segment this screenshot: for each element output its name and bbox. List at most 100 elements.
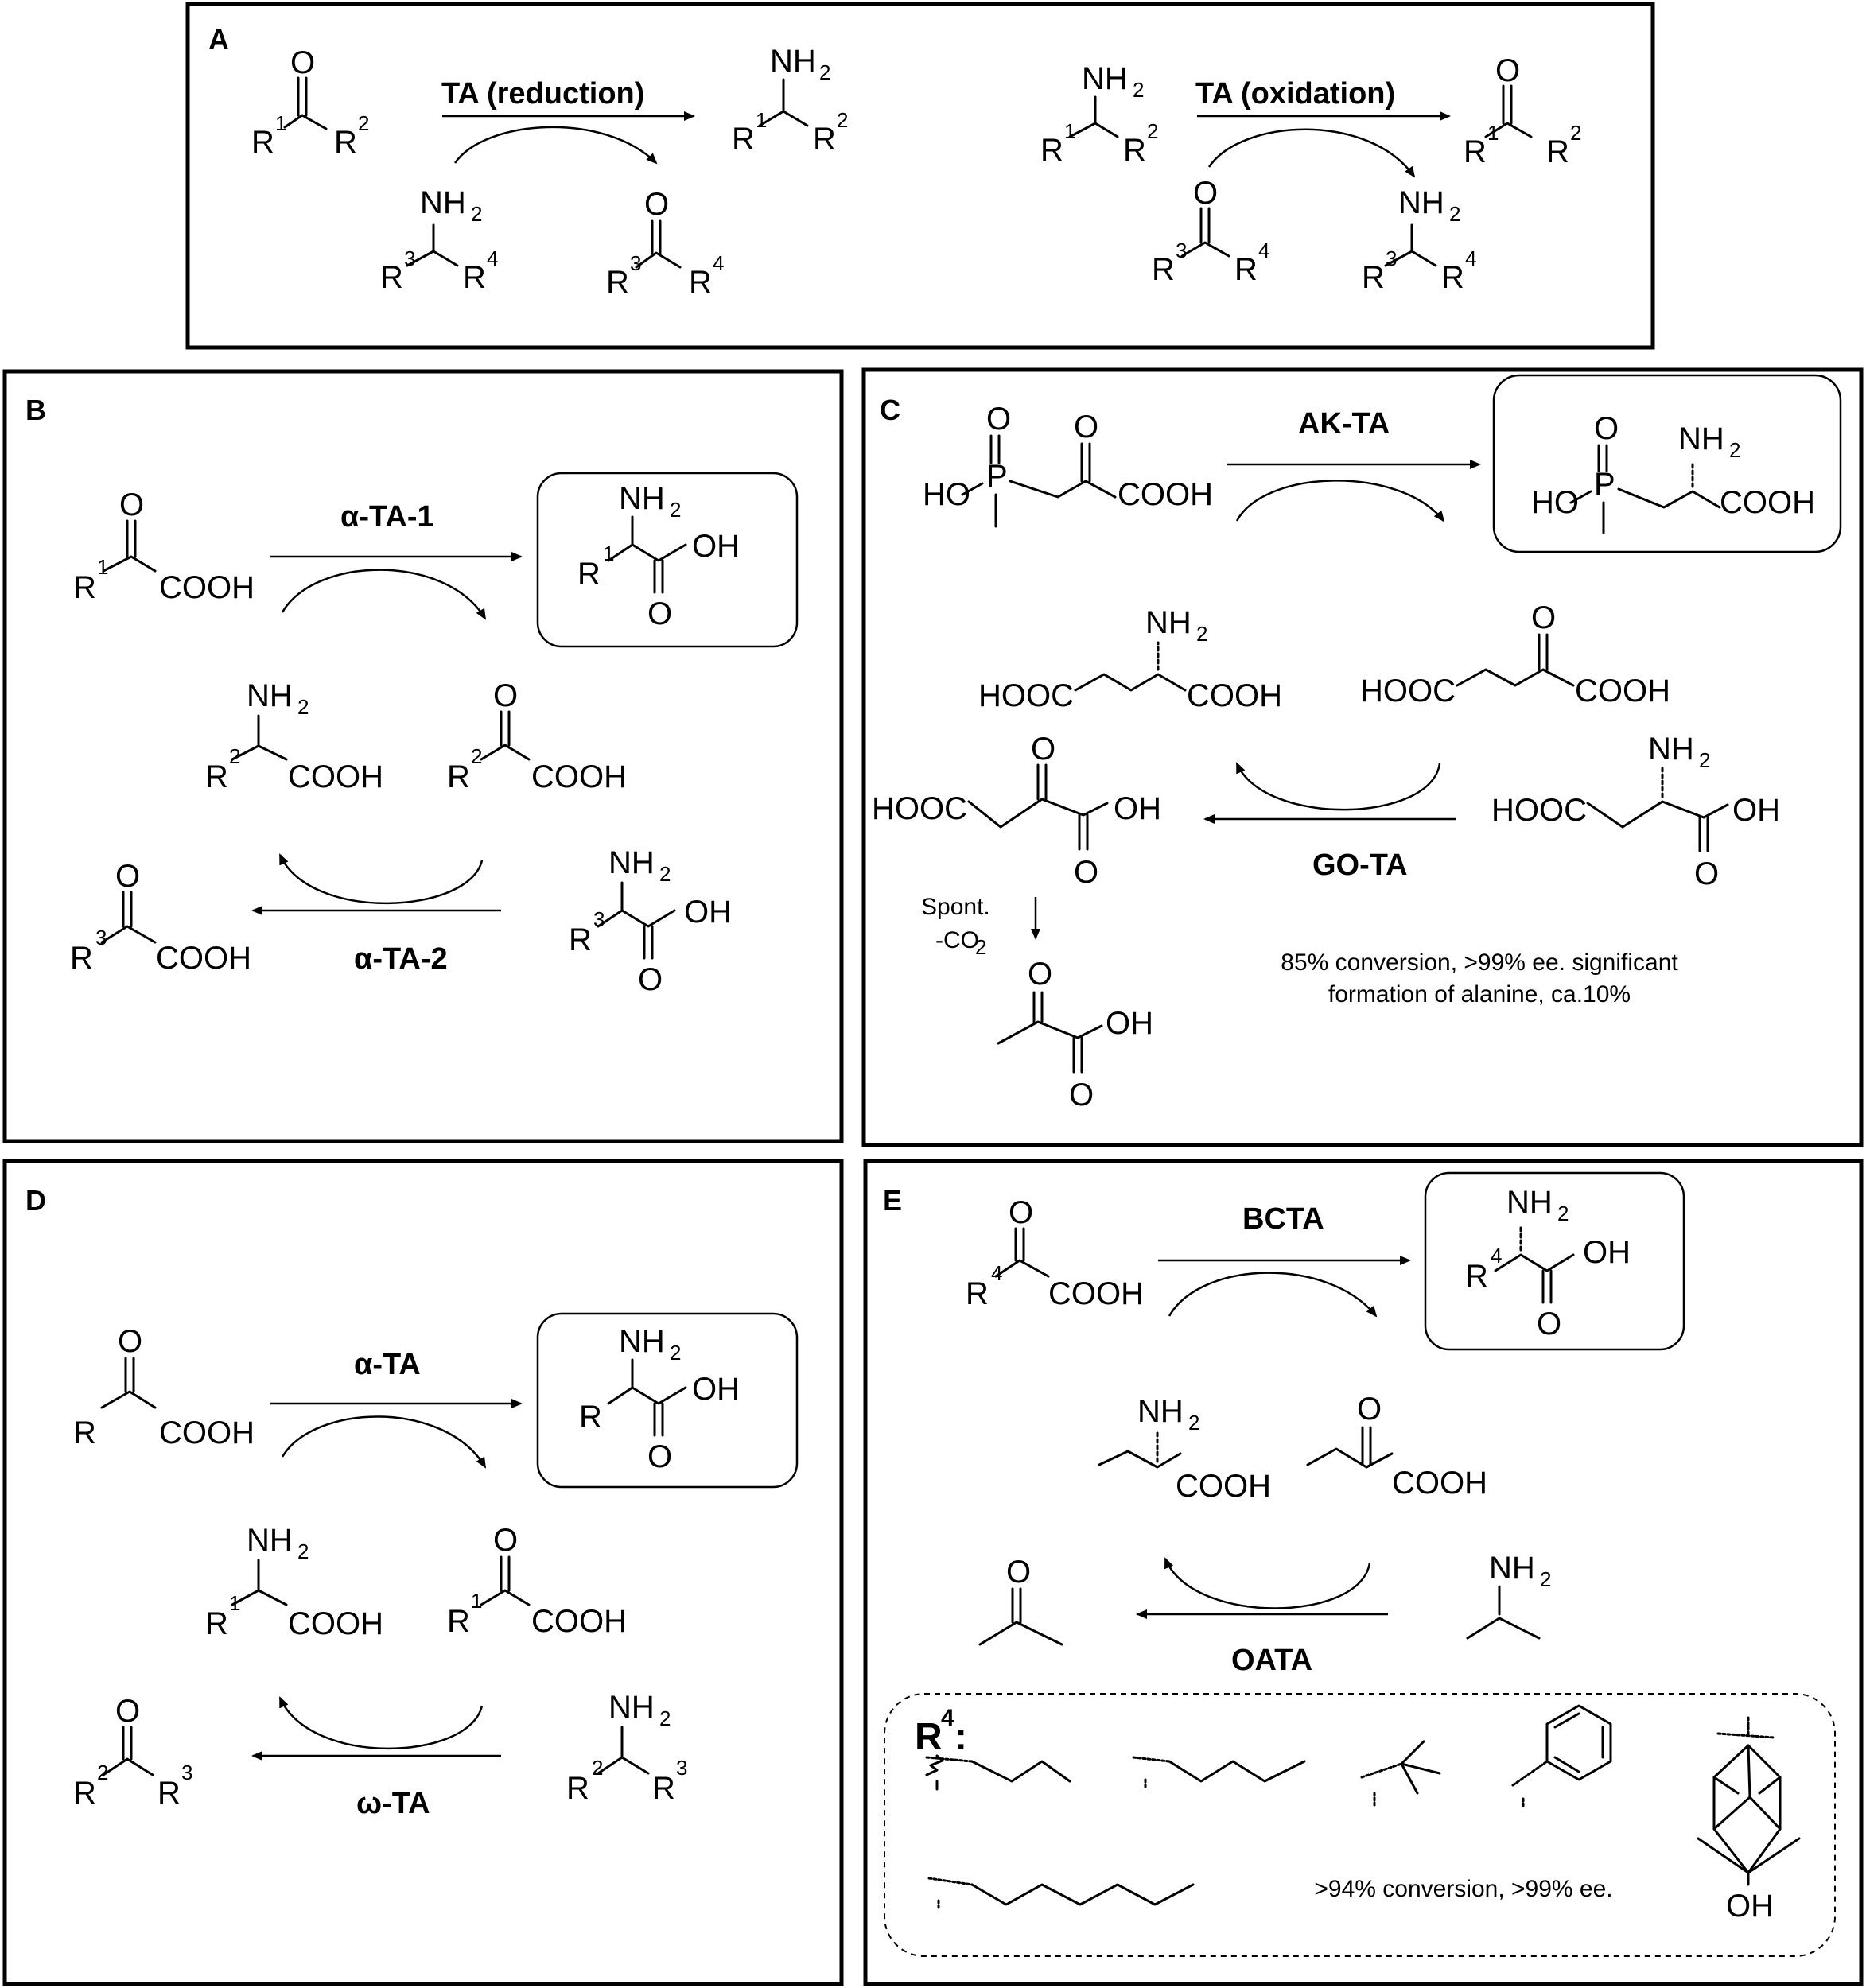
panel-a-label: A <box>208 23 229 56</box>
panel-e-result-note: >94% conversion, >99% ee. <box>1314 1876 1612 1902</box>
keto-acid-r3: O R 3 COOH <box>70 859 251 976</box>
svg-text:NH: NH <box>619 1324 665 1359</box>
svg-text:2: 2 <box>1196 622 1207 646</box>
svg-text:NH: NH <box>1145 605 1192 640</box>
svg-text:2: 2 <box>297 1540 309 1563</box>
panel-c-frame <box>861 367 1864 1147</box>
svg-text:2: 2 <box>670 1341 681 1365</box>
svg-text:O: O <box>986 402 1011 437</box>
svg-text:NH: NH <box>247 678 293 713</box>
svg-text:85% conversion, >99% ee. sign: 85% conversion, >99% ee. significant <box>1281 949 1678 976</box>
svg-text:O: O <box>1193 176 1218 211</box>
enzyme-label-ta-oxidation: TA (oxidation) <box>1195 77 1395 111</box>
substituent-phenyl <box>1511 1704 1612 1808</box>
svg-text:O: O <box>119 487 144 522</box>
svg-text:R: R <box>915 1716 943 1758</box>
svg-text:COOH: COOH <box>288 1606 383 1641</box>
svg-text:O: O <box>1495 53 1520 88</box>
svg-text:NH: NH <box>1398 185 1444 220</box>
svg-text:O: O <box>1074 855 1098 890</box>
panel-b-frame <box>2 369 844 1143</box>
aminobutyric-acid: NH 2 COOH <box>1098 1394 1271 1504</box>
svg-text:2: 2 <box>1699 748 1710 772</box>
svg-text:4: 4 <box>1491 1244 1502 1268</box>
svg-text:2: 2 <box>1729 438 1740 462</box>
svg-text:NH: NH <box>247 1523 293 1558</box>
svg-text:OH: OH <box>1726 1889 1774 1924</box>
svg-text:R: R <box>1040 133 1063 168</box>
svg-text:OH: OH <box>1583 1235 1631 1270</box>
amino-acid-r1-product: NH 2 R 1 OH O <box>577 481 740 631</box>
amine-donor-r3-r4: NH 2 R 3 R 4 <box>380 185 498 295</box>
svg-text:R: R <box>380 260 403 295</box>
svg-text:O: O <box>1594 411 1619 446</box>
reaction-arrow-alpha-ta-1: α-TA-1 <box>270 500 523 620</box>
svg-text:O: O <box>1006 1555 1031 1590</box>
svg-text:2: 2 <box>1133 78 1144 102</box>
svg-text:NH: NH <box>770 44 816 79</box>
svg-text:1: 1 <box>1064 119 1075 143</box>
svg-text:2: 2 <box>659 1706 671 1730</box>
svg-text:1: 1 <box>229 1591 240 1615</box>
svg-text:4: 4 <box>941 1705 954 1731</box>
svg-text:COOH: COOH <box>159 570 255 605</box>
svg-text:R: R <box>251 125 274 160</box>
svg-text:COOH: COOH <box>531 759 627 794</box>
svg-text:2: 2 <box>1188 1411 1199 1435</box>
panel-c-result-note: 85% conversion, >99% ee. significant for… <box>1281 949 1678 1008</box>
svg-text:4: 4 <box>1258 239 1269 262</box>
svg-text:NH: NH <box>1678 421 1724 456</box>
svg-text:P: P <box>1594 467 1615 502</box>
r4-substituents-box <box>884 1693 1836 1957</box>
svg-text:R: R <box>569 922 592 957</box>
svg-text:1: 1 <box>756 108 767 132</box>
svg-text:1: 1 <box>275 111 286 135</box>
svg-text:OH: OH <box>684 895 732 930</box>
svg-text:O: O <box>647 596 672 631</box>
svg-text:OH: OH <box>1106 1006 1153 1041</box>
svg-text:R: R <box>1464 134 1487 169</box>
enzyme-label-ta-reduction: TA (reduction) <box>441 77 644 111</box>
svg-text:P: P <box>986 459 1008 494</box>
panel-e-label: E <box>883 1184 902 1217</box>
amino-acid-r1: NH 2 R 1 COOH <box>205 1523 383 1641</box>
svg-text:2: 2 <box>1449 202 1460 226</box>
reaction-arrow-bcta: BCTA <box>1158 1202 1411 1318</box>
svg-text:R: R <box>1234 252 1258 287</box>
svg-text:NH: NH <box>608 845 655 880</box>
aspartate: HOOC NH 2 O OH <box>1491 732 1780 891</box>
svg-text:R: R <box>1465 1259 1488 1294</box>
svg-text:R: R <box>447 759 470 794</box>
svg-text:COOH: COOH <box>1187 678 1282 713</box>
glutamate: HOOC NH 2 COOH <box>978 605 1282 713</box>
svg-text:NH: NH <box>619 481 665 516</box>
svg-text:R: R <box>577 557 601 592</box>
ketone-r2-r3: O R 2 R 3 <box>73 1694 192 1811</box>
panel-e-frame <box>863 1159 1864 1986</box>
svg-text:O: O <box>1537 1307 1561 1342</box>
substituent-hydroxyadamantyl: OH <box>1697 1716 1801 1924</box>
enzyme-label-oata: OATA <box>1231 1644 1312 1677</box>
panel-b: B O R 1 COOH α-TA-1 NH 2 R 1 OH O <box>2 369 844 1143</box>
svg-text:2: 2 <box>1570 121 1581 145</box>
amine-coproduct-r3-r4: NH 2 R 3 R 4 <box>1362 185 1476 295</box>
svg-text:R: R <box>566 1771 589 1806</box>
svg-text:HOOC: HOOC <box>1360 674 1456 709</box>
svg-text:NH: NH <box>1506 1185 1553 1220</box>
phosphinothricin-product: HO P O NH 2 COOH <box>1531 411 1815 534</box>
spontaneous-decarboxylation: Spont. -CO 2 <box>921 894 1040 959</box>
pyruvate: O O OH <box>997 957 1153 1112</box>
svg-text:COOH: COOH <box>1118 477 1213 512</box>
svg-text:1: 1 <box>97 555 108 579</box>
reaction-arrow-reduction: TA (reduction) <box>441 77 695 165</box>
svg-text:O: O <box>1028 957 1052 992</box>
svg-text:R: R <box>73 570 96 605</box>
svg-text:COOH: COOH <box>1176 1469 1271 1504</box>
svg-text:O: O <box>1031 732 1055 767</box>
svg-text:2: 2 <box>819 60 830 84</box>
product-box-e <box>1424 1171 1685 1351</box>
enzyme-label-ak-ta: AK-TA <box>1298 407 1390 441</box>
enzyme-label-omega-ta: ω-TA <box>356 1787 430 1820</box>
product-box-d <box>536 1312 799 1489</box>
svg-text:O: O <box>644 187 669 222</box>
